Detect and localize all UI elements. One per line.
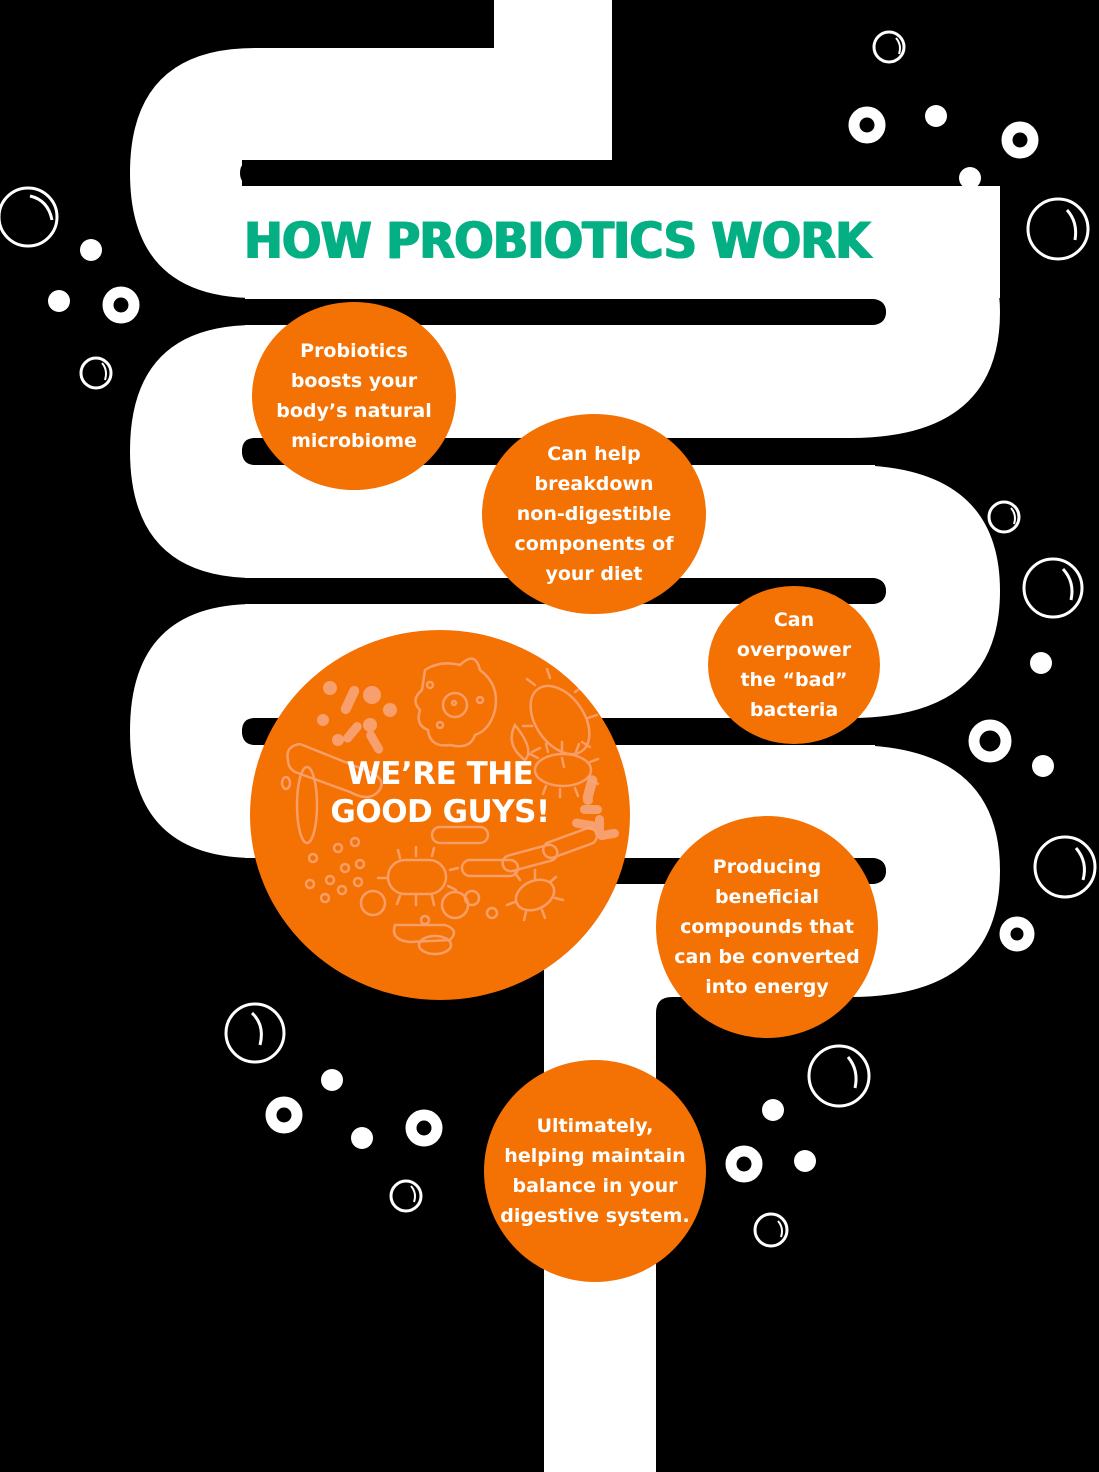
benefit-text: Can overpower the “bad” bacteria bbox=[736, 609, 852, 721]
benefit-card-overpower: Can overpower the “bad” bacteria bbox=[708, 586, 880, 744]
good-guys-badge: WE’RE THE GOOD GUYS! bbox=[250, 630, 630, 1000]
benefit-text: Producing beneficial compounds that can … bbox=[674, 856, 860, 998]
bubble-icon bbox=[48, 105, 1054, 1172]
benefit-text: Can help breakdown non-digestible compon… bbox=[514, 443, 674, 585]
bacteria-doodles-icon bbox=[280, 657, 619, 956]
benefit-card-energy: Producing beneficial compounds that can … bbox=[656, 816, 878, 1038]
good-guys-heading: WE’RE THE GOOD GUYS! bbox=[330, 756, 550, 830]
benefit-text: Probiotics boosts your body’s natural mi… bbox=[276, 340, 432, 452]
bubble-icon bbox=[102, 106, 1039, 1183]
benefit-card-breakdown: Can help breakdown non-digestible compon… bbox=[482, 414, 706, 614]
bubble-icon bbox=[0, 30, 1097, 1248]
benefit-text: Ultimately, helping maintain balance in … bbox=[500, 1115, 690, 1227]
benefit-card-balance: Ultimately, helping maintain balance in … bbox=[484, 1060, 706, 1282]
page-title: HOW PROBIOTICS WORK bbox=[244, 212, 871, 270]
benefit-card-microbiome: Probiotics boosts your body’s natural mi… bbox=[252, 302, 456, 490]
